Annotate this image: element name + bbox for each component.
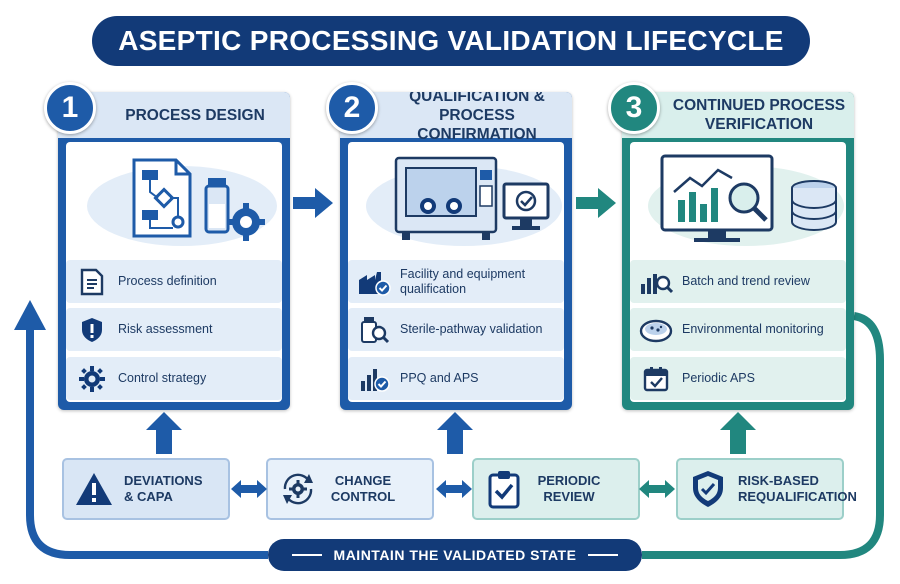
banner-label: MAINTAIN THE VALIDATED STATE <box>333 547 577 563</box>
stage-number-badge: 3 <box>608 82 660 134</box>
stage-item: Facility and equipment qualification <box>348 260 564 303</box>
banner-dash <box>588 554 619 556</box>
stage-number-badge: 1 <box>44 82 96 134</box>
feedback-risk-based-requalification: RISK-BASED REQUALIFICATION <box>676 458 857 520</box>
petri-dish-icon <box>630 308 682 351</box>
shield-alert-icon <box>66 308 118 351</box>
item-label: Sterile-pathway validation <box>400 322 543 336</box>
isolator-illustration <box>366 156 562 246</box>
vial-magnifier-icon <box>348 308 400 351</box>
stage-title: CONTINUED PROCESS VERIFICATION <box>622 92 854 138</box>
up-arrow <box>146 412 182 454</box>
item-label: Periodic APS <box>682 371 755 385</box>
stage-item: Process definition <box>66 260 282 303</box>
item-label: Environmental monitoring <box>682 322 824 336</box>
stage-process-design: PROCESS DESIGN Process definition <box>58 92 290 410</box>
feedback-label: RISK-BASED REQUALIFICATION <box>738 473 857 504</box>
process-design-illustration <box>87 158 277 246</box>
item-label: Risk assessment <box>118 322 213 336</box>
stage-item: Sterile-pathway validation <box>348 308 564 351</box>
feedback-deviations-capa: DEVIATIONS & CAPA <box>62 458 230 520</box>
chart-magnifier-icon <box>630 260 682 303</box>
feedback-label: DEVIATIONS & CAPA <box>124 473 203 504</box>
stage-item: Environmental monitoring <box>630 308 846 351</box>
stage-title: QUALIFICATION & PROCESS CONFIRMATION <box>340 92 572 143</box>
stage-continued-verification: CONTINUED PROCESS VERIFICATION Batch and… <box>622 92 854 410</box>
monitoring-illustration <box>648 154 844 246</box>
stage-item: Periodic APS <box>630 357 846 400</box>
loop-arrowhead <box>14 300 46 330</box>
bidirectional-arrow <box>639 480 675 498</box>
forward-arrow <box>576 188 616 218</box>
stage-item: Risk assessment <box>66 308 282 351</box>
up-arrow <box>437 412 473 454</box>
item-label: Facility and equipment qualification <box>400 266 526 296</box>
warning-icon <box>64 460 124 518</box>
page-title: ASEPTIC PROCESSING VALIDATION LIFECYCLE <box>92 16 810 66</box>
maintain-validated-state-banner: MAINTAIN THE VALIDATED STATE <box>268 539 642 571</box>
item-label: PPQ and APS <box>400 371 479 385</box>
cycle-gear-icon <box>268 460 328 518</box>
feedback-change-control: CHANGE CONTROL <box>266 458 434 520</box>
stage-qualification: QUALIFICATION & PROCESS CONFIRMATION Fac… <box>340 92 572 410</box>
item-label: Process definition <box>118 274 217 288</box>
banner-dash <box>291 554 322 556</box>
forward-arrow <box>293 188 333 218</box>
factory-check-icon <box>348 260 400 303</box>
shield-check-icon <box>678 460 738 518</box>
document-icon <box>66 260 118 303</box>
gear-icon <box>66 357 118 400</box>
feedback-label: CHANGE CONTROL <box>330 473 396 504</box>
up-arrow <box>720 412 756 454</box>
bar-chart-check-icon <box>348 357 400 400</box>
stage-item: PPQ and APS <box>348 357 564 400</box>
feedback-label: PERIODIC REVIEW <box>537 473 601 504</box>
stage-title: PROCESS DESIGN <box>58 92 290 138</box>
calendar-check-icon <box>630 357 682 400</box>
feedback-periodic-review: PERIODIC REVIEW <box>472 458 640 520</box>
item-label: Batch and trend review <box>682 274 810 288</box>
item-label: Control strategy <box>118 371 207 385</box>
stage-item: Batch and trend review <box>630 260 846 303</box>
bidirectional-arrow <box>231 480 267 498</box>
stage-number-badge: 2 <box>326 82 378 134</box>
clipboard-check-icon <box>474 460 534 518</box>
stage-item: Control strategy <box>66 357 282 400</box>
bidirectional-arrow <box>436 480 472 498</box>
